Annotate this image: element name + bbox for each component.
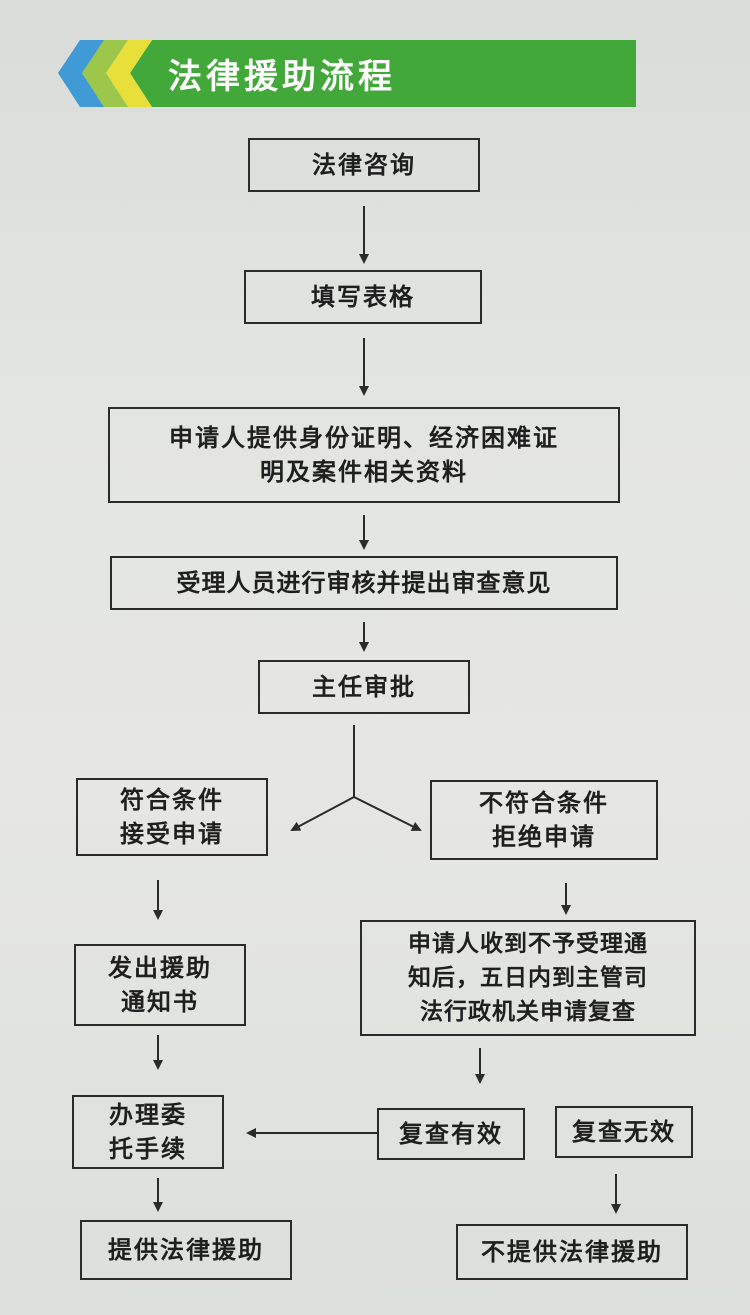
node-label: 受理人员进行审核并提出审查意见 <box>176 569 552 597</box>
chevron-blue-icon <box>58 40 104 107</box>
node-label: 复查有效 <box>399 1120 503 1148</box>
node-eligible: 符合条件 接受申请 <box>76 778 268 856</box>
node-label: 法律咨询 <box>312 151 416 179</box>
node-review-invalid: 复查无效 <box>555 1106 693 1158</box>
node-director-approval: 主任审批 <box>258 660 470 714</box>
node-handle-procedure: 办理委 托手续 <box>72 1095 224 1169</box>
chevron-yellow-icon <box>106 40 152 107</box>
node-label-line: 明及案件相关资料 <box>260 458 468 486</box>
node-label: 提供法律援助 <box>108 1236 264 1264</box>
node-label-line: 办理委 <box>109 1101 187 1129</box>
page-title: 法律援助流程 <box>168 56 396 97</box>
node-label-line: 知后，五日内到主管司 <box>408 965 648 991</box>
node-appeal-review: 申请人收到不予受理通 知后，五日内到主管司 法行政机关申请复查 <box>360 920 696 1036</box>
arrow-director-to-eligible <box>290 796 355 831</box>
node-label-line: 法行政机关申请复查 <box>420 999 636 1025</box>
node-staff-review: 受理人员进行审核并提出审查意见 <box>110 556 618 610</box>
node-review-valid: 复查有效 <box>377 1108 525 1160</box>
node-label: 不提供法律援助 <box>481 1238 663 1266</box>
banner-bar <box>130 40 636 107</box>
node-provide-documents: 申请人提供身份证明、经济困难证 明及案件相关资料 <box>108 407 620 503</box>
node-label-line: 申请人提供身份证明、经济困难证 <box>169 424 559 452</box>
node-label: 填写表格 <box>311 283 415 311</box>
chevron-green-icon <box>82 40 128 107</box>
node-label-line: 拒绝申请 <box>492 823 596 851</box>
node-label-line: 申请人收到不予受理通 <box>408 931 648 957</box>
node-label-line: 托手续 <box>109 1135 187 1163</box>
header-banner <box>58 40 636 107</box>
node-legal-consultation: 法律咨询 <box>248 138 480 192</box>
node-label-line: 接受申请 <box>120 820 224 848</box>
node-fill-form: 填写表格 <box>244 270 482 324</box>
node-no-aid: 不提供法律援助 <box>456 1224 688 1280</box>
node-label: 复查无效 <box>572 1118 676 1146</box>
node-ineligible: 不符合条件 拒绝申请 <box>430 780 658 860</box>
node-label-line: 通知书 <box>121 988 199 1016</box>
node-label-line: 不符合条件 <box>479 789 609 817</box>
node-provide-aid: 提供法律援助 <box>80 1220 292 1280</box>
node-label-line: 发出援助 <box>108 954 212 982</box>
node-label: 主任审批 <box>312 673 416 701</box>
arrow-director-to-ineligible <box>353 796 422 831</box>
node-label-line: 符合条件 <box>120 786 224 814</box>
node-issue-notice: 发出援助 通知书 <box>74 944 246 1026</box>
